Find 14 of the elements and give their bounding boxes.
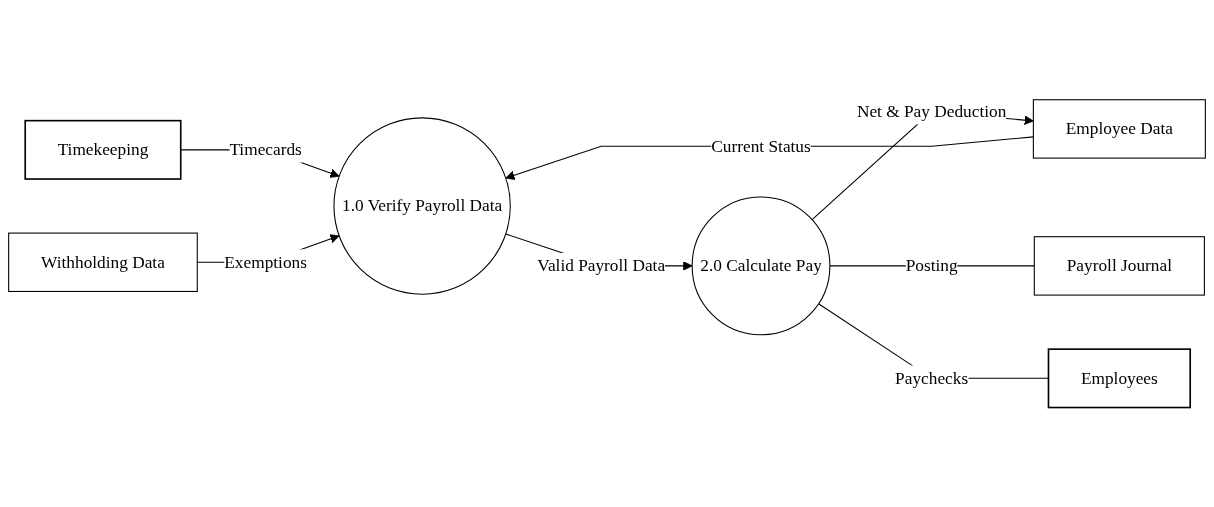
edge-label: Posting: [905, 256, 958, 275]
node-box: Employees: [1047, 348, 1191, 409]
edge-label: Valid Payroll Data: [537, 256, 666, 275]
edge-label: Timecards: [229, 140, 302, 159]
node-box: Employee Data: [1032, 99, 1206, 160]
edge-label: Current Status: [711, 136, 811, 156]
edge-label: Exemptions: [224, 252, 307, 272]
node-box: Withholding Data: [8, 232, 198, 293]
edge-label: Paychecks: [895, 369, 969, 388]
node-box: Timekeeping: [24, 120, 182, 181]
edge-label: Net & Pay Deduction: [856, 102, 1007, 121]
node-circle: 2.0 Calculate Pay: [691, 196, 831, 336]
node-box: Payroll Journal: [1033, 236, 1205, 297]
node-circle: 1.0 Verify Payroll Data: [333, 117, 511, 296]
